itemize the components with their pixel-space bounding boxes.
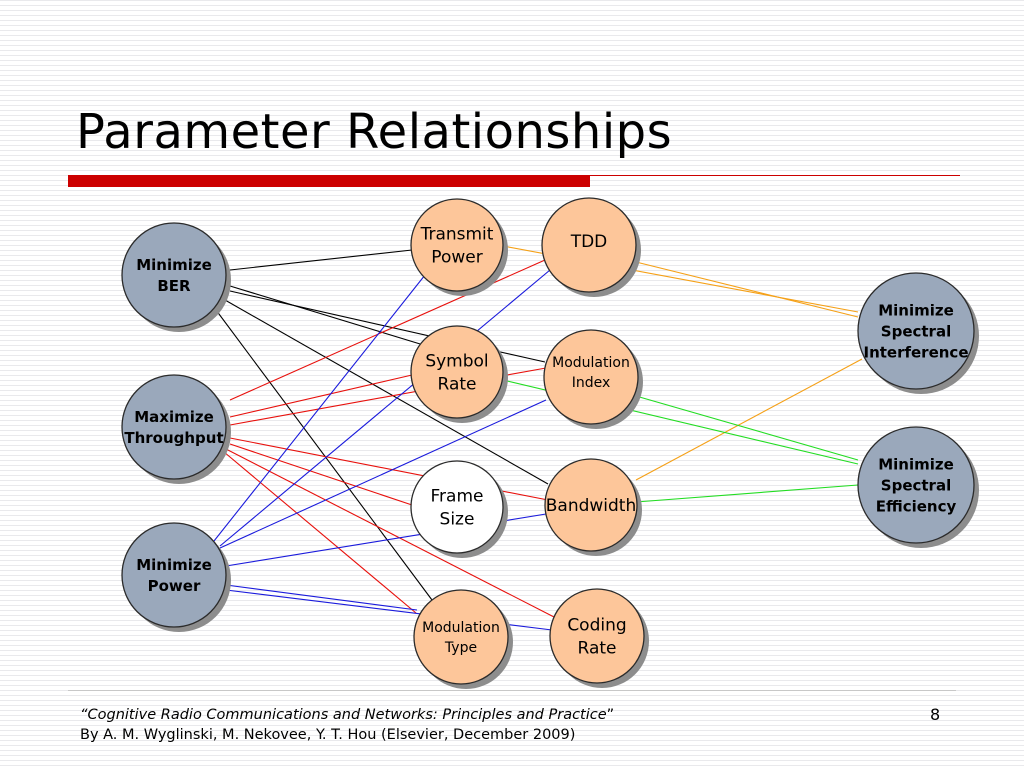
footer-divider: [68, 690, 956, 691]
node-circle: [410, 198, 504, 292]
slide-title: Parameter Relationships: [76, 104, 673, 160]
citation: “Cognitive Radio Communications and Netw…: [80, 705, 614, 745]
relationship-line-minimize-power-to-transmit-power: [213, 274, 426, 542]
relationship-line-minimize-power-to-tdd: [219, 269, 551, 547]
node-circle: [410, 325, 504, 419]
node-label-line: Minimize: [878, 455, 954, 473]
node-label-line: Modulation: [552, 355, 630, 371]
node-label-line: Power: [148, 577, 201, 595]
node-circle: [121, 522, 227, 628]
node-label-line: Maximize: [134, 408, 214, 426]
citation-close-quote: ”: [606, 707, 615, 723]
node-circle: [121, 222, 227, 328]
node-label-line: BER: [157, 277, 191, 295]
relationship-line-bandwidth-to-minimize-spectral-interference: [635, 358, 863, 481]
node-circle: [544, 458, 638, 552]
node-label-line: Rate: [578, 639, 617, 659]
citation-book-title: Cognitive Radio Communications and Netwo…: [87, 707, 607, 723]
relationship-line-maximize-throughput-to-frame-size: [229, 443, 413, 506]
relationship-lines: [213, 245, 863, 631]
node-circle: [121, 374, 227, 480]
citation-book-line: “Cognitive Radio Communications and Netw…: [80, 705, 614, 725]
node-label-line: Spectral: [881, 476, 951, 494]
node-label-line: Frame: [431, 487, 484, 507]
relationship-line-minimize-power-to-modulation-type: [225, 584, 418, 611]
relationship-line-maximize-throughput-to-coding-rate: [223, 447, 555, 618]
citation-open-quote: “: [80, 707, 88, 723]
node-circle: [541, 197, 637, 293]
relationship-line-maximize-throughput-to-symbol-rate: [229, 374, 413, 418]
node-label-line: TDD: [570, 232, 608, 252]
title-underline-bar: [68, 175, 590, 187]
node-circle: [549, 588, 645, 684]
citation-authors: By A. M. Wyglinski, M. Nekovee, Y. T. Ho…: [80, 727, 576, 743]
node-label-line: Index: [572, 375, 611, 391]
node-label-line: Minimize: [136, 556, 212, 574]
relationship-line-minimize-ber-to-bandwidth: [224, 299, 549, 485]
node-label-line: Power: [431, 248, 482, 268]
node-circle: [543, 329, 639, 425]
relationship-line-minimize-power-to-modulation-index: [219, 399, 547, 549]
relationship-line-tdd-to-minimize-spectral-interference: [635, 261, 859, 318]
node-label-line: Minimize: [136, 256, 212, 274]
parameter-node-tdd: TDD: [541, 197, 641, 297]
node-label-line: Symbol: [425, 352, 488, 372]
node-label-line: Type: [444, 640, 477, 656]
node-label-line: Interference: [863, 343, 968, 361]
node-label-line: Spectral: [881, 322, 951, 340]
node-label-line: Size: [440, 510, 475, 530]
parameter-node-bandwidth: Bandwidth: [544, 458, 642, 556]
relationship-line-bandwidth-to-minimize-spectral-efficiency: [635, 484, 859, 503]
node-label-line: Rate: [438, 375, 477, 395]
node-circle: [410, 460, 504, 554]
node-label-line: Bandwidth: [546, 496, 637, 516]
node-label-line: Minimize: [878, 301, 954, 319]
node-label-line: Coding: [567, 616, 626, 636]
title-underline-rule: [590, 175, 960, 176]
relationship-line-minimize-ber-to-modulation-type: [215, 309, 433, 601]
node-circle: [413, 589, 509, 685]
relationship-line-minimize-ber-to-transmit-power: [229, 249, 413, 271]
node-label: TDD: [570, 232, 608, 252]
node-circle: [857, 426, 975, 544]
page-number: 8: [930, 705, 941, 724]
node-circle: [857, 272, 975, 390]
node-label-line: Modulation: [422, 620, 500, 636]
node-label: Bandwidth: [546, 496, 637, 516]
relationship-line-modulation-index-to-minimize-spectral-efficiency: [635, 395, 859, 461]
node-label-line: Efficiency: [876, 497, 957, 515]
node-label-line: Transmit: [420, 225, 494, 245]
relationship-line-minimize-ber-to-symbol-rate: [229, 285, 431, 348]
node-label-line: Throughput: [124, 429, 223, 447]
relationship-line-maximize-throughput-to-modulation-type: [223, 451, 417, 614]
